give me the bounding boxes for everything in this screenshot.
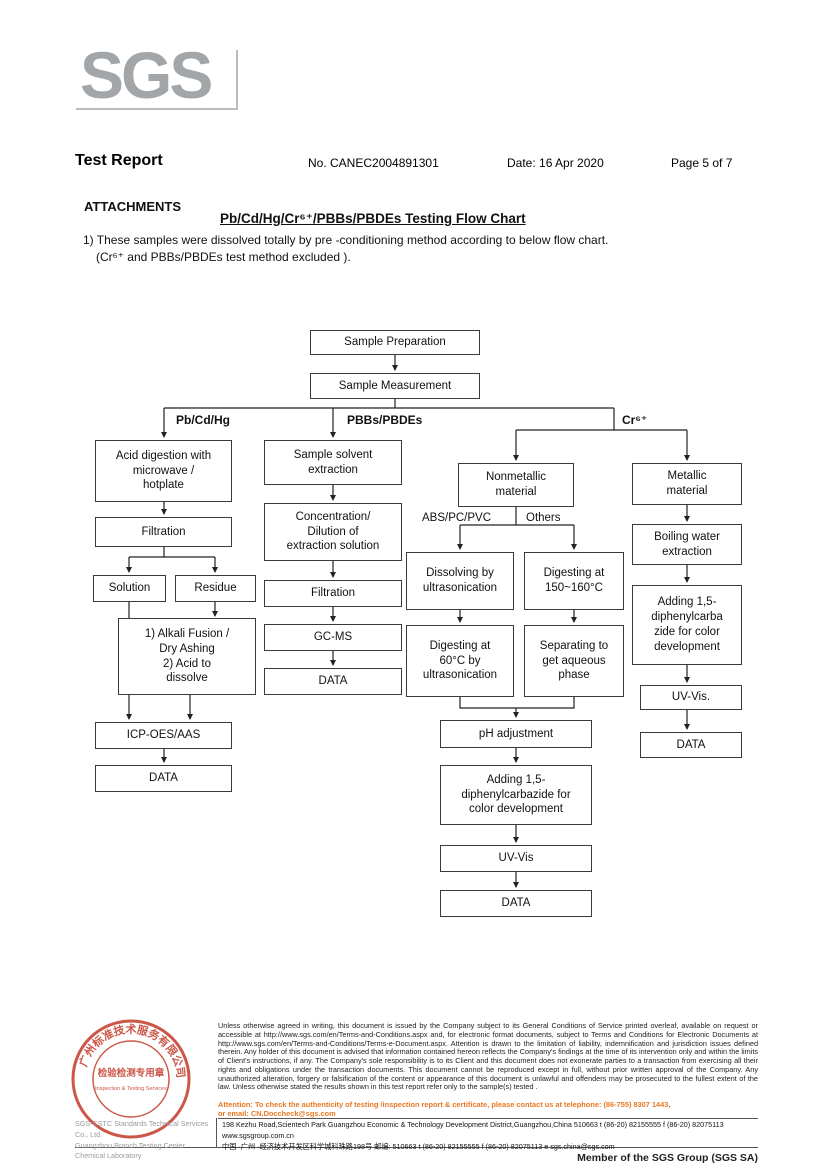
node-metallic-material: Metallic material: [632, 463, 742, 505]
node-boiling-water-extraction: Boiling water extraction: [632, 524, 742, 565]
stamp-center-text: 检验检测专用章: [98, 1067, 165, 1079]
node-sample-measurement: Sample Measurement: [310, 373, 480, 399]
report-title: Test Report: [75, 152, 163, 169]
node-concentration-dilution: Concentration/ Dilution of extraction so…: [264, 503, 402, 561]
node-separating-aqueous: Separating to get aqueous phase: [524, 625, 624, 697]
node-data-right: DATA: [640, 732, 742, 758]
node-alkali-fusion: 1) Alkali Fusion / Dry Ashing 2) Acid to…: [118, 618, 256, 695]
node-data-bottom-mid: DATA: [440, 890, 592, 917]
node-solvent-extraction: Sample solvent extraction: [264, 440, 402, 485]
node-acid-digestion: Acid digestion with microwave / hotplate: [95, 440, 232, 502]
node-uv-vis-right: UV-Vis.: [640, 685, 742, 710]
attention-line-1: Attention: To check the authenticity of …: [218, 1100, 671, 1109]
report-number: No. CANEC2004891301: [308, 156, 439, 170]
node-filtration-left: Filtration: [95, 517, 232, 547]
node-nonmetallic-material: Nonmetallic material: [458, 463, 574, 507]
node-digesting-150-160: Digesting at 150~160°C: [524, 552, 624, 610]
branch-label-cr6: Cr⁶⁺: [622, 413, 648, 427]
node-adding-diphenylcarbazide-right: Adding 1,5- diphenylcarba zide for color…: [632, 585, 742, 665]
footer-divider-top: [218, 1118, 758, 1119]
path-label-abs-pc-pvc: ABS/PC/PVC: [422, 512, 492, 524]
report-date: Date: 16 Apr 2020: [507, 156, 604, 170]
logo-sideline: [236, 50, 238, 110]
branch-label-pb-cd-hg: Pb/Cd/Hg: [176, 413, 230, 427]
node-adding-diphenylcarbazide: Adding 1,5- diphenylcarbazide for color …: [440, 765, 592, 825]
attachments-heading: ATTACHMENTS: [84, 199, 182, 214]
address-en: 198 Kezhu Road,Scientech Park Guangzhou …: [222, 1120, 724, 1140]
node-ph-adjustment: pH adjustment: [440, 720, 592, 748]
node-data-mid: DATA: [264, 668, 402, 695]
page-indicator: Page 5 of 7: [671, 156, 733, 170]
attention-line-2: or email: CN.Doccheck@sgs.com: [218, 1109, 336, 1118]
stamp-sub-text: Inspection & Testing Services: [95, 1086, 167, 1092]
node-digesting-60: Digesting at 60°C by ultrasonication: [406, 625, 514, 697]
logo-underline: [76, 108, 236, 110]
node-filtration-mid: Filtration: [264, 580, 402, 607]
company-line-1: SGS-CSTC Standards Technical Services Co…: [75, 1119, 209, 1139]
legal-disclaimer: Unless otherwise agreed in writing, this…: [218, 1021, 758, 1092]
node-residue: Residue: [175, 575, 256, 602]
sgs-logo: SGS: [80, 38, 213, 112]
note-line-2: (Cr⁶⁺ and PBBs/PBDEs test method exclude…: [96, 250, 351, 264]
footer-divider-bottom: [75, 1147, 758, 1148]
node-dissolving-ultrasonication: Dissolving by ultrasonication: [406, 552, 514, 610]
node-data-left: DATA: [95, 765, 232, 792]
node-sample-preparation: Sample Preparation: [310, 330, 480, 355]
path-label-others: Others: [526, 512, 561, 524]
company-name-block: SGS-CSTC Standards Technical Services Co…: [75, 1119, 215, 1162]
node-gc-ms: GC-MS: [264, 624, 402, 651]
footer-divider-vertical: [216, 1118, 217, 1147]
company-line-2: Guangzhou Branch Testing Center Chemical…: [75, 1140, 186, 1161]
flowchart-title: Pb/Cd/Hg/Cr⁶⁺/PBBs/PBDEs Testing Flow Ch…: [220, 211, 526, 226]
note-line-1: 1) These samples were dissolved totally …: [83, 233, 609, 247]
branch-label-pbbs-pbdes: PBBs/PBDEs: [347, 413, 423, 427]
node-uv-vis-mid: UV-Vis: [440, 845, 592, 872]
node-icp-oes-aas: ICP-OES/AAS: [95, 722, 232, 749]
member-of-sgs-group: Member of the SGS Group (SGS SA): [577, 1152, 758, 1164]
address-cn: 中国 ·广州 ·经济技术开发区科学城科珠路198号 邮编: 510663 t (…: [222, 1141, 615, 1151]
node-solution: Solution: [93, 575, 166, 602]
address-block: 198 Kezhu Road,Scientech Park Guangzhou …: [222, 1120, 758, 1152]
red-stamp: 广州标准技术服务有限公司 检验检测专用章 Inspection & Testin…: [66, 1014, 196, 1144]
